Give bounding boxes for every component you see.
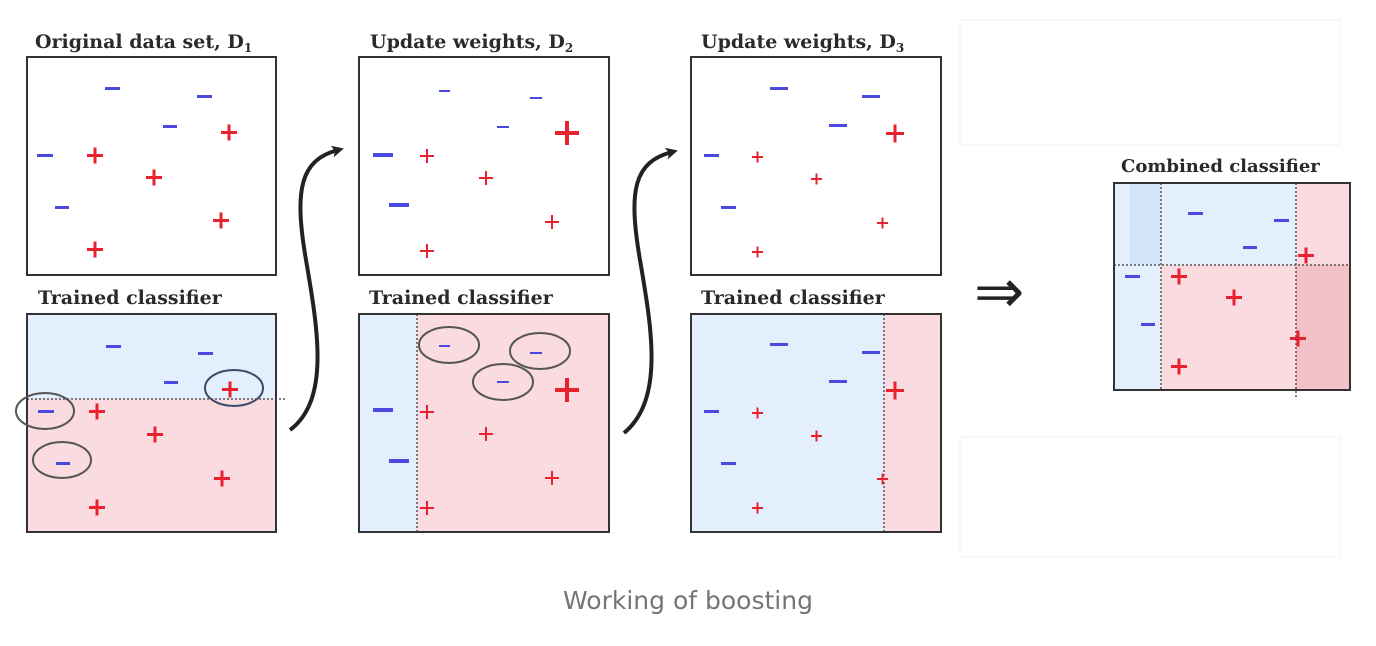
- figure-caption: Working of boosting: [563, 586, 813, 615]
- panel-trained-classifier-3: [690, 313, 942, 533]
- label-trained-classifier-2: Trained classifier: [369, 287, 553, 309]
- implies-arrow-icon: ⇒: [974, 257, 1025, 327]
- label-trained-classifier-3: Trained classifier: [701, 287, 885, 309]
- panel-original-dataset: [26, 56, 277, 276]
- flow-arrow-1: [288, 145, 344, 432]
- plus-markers: [87, 124, 237, 258]
- minus-markers: [37, 87, 212, 209]
- label-combined-classifier: Combined classifier: [1121, 156, 1320, 177]
- panel-combined-classifier: [1113, 182, 1351, 398]
- misclassified-circles: [15, 369, 264, 479]
- title-original-dataset: Original data set, D1: [35, 31, 253, 55]
- title-update-weights-d2: Update weights, D2: [370, 31, 574, 55]
- label-trained-classifier-1: Trained classifier: [38, 287, 222, 309]
- title-update-weights-d3: Update weights, D3: [701, 31, 905, 55]
- panel-update-weights-d2: [358, 56, 610, 276]
- background-frame-top: [959, 19, 1341, 146]
- flow-arrow-2: [622, 147, 678, 435]
- panel-trained-classifier-1: [15, 313, 285, 533]
- panel-trained-classifier-2: [358, 313, 610, 533]
- panel-update-weights-d3: [690, 56, 942, 276]
- background-frame-bottom: [959, 436, 1341, 558]
